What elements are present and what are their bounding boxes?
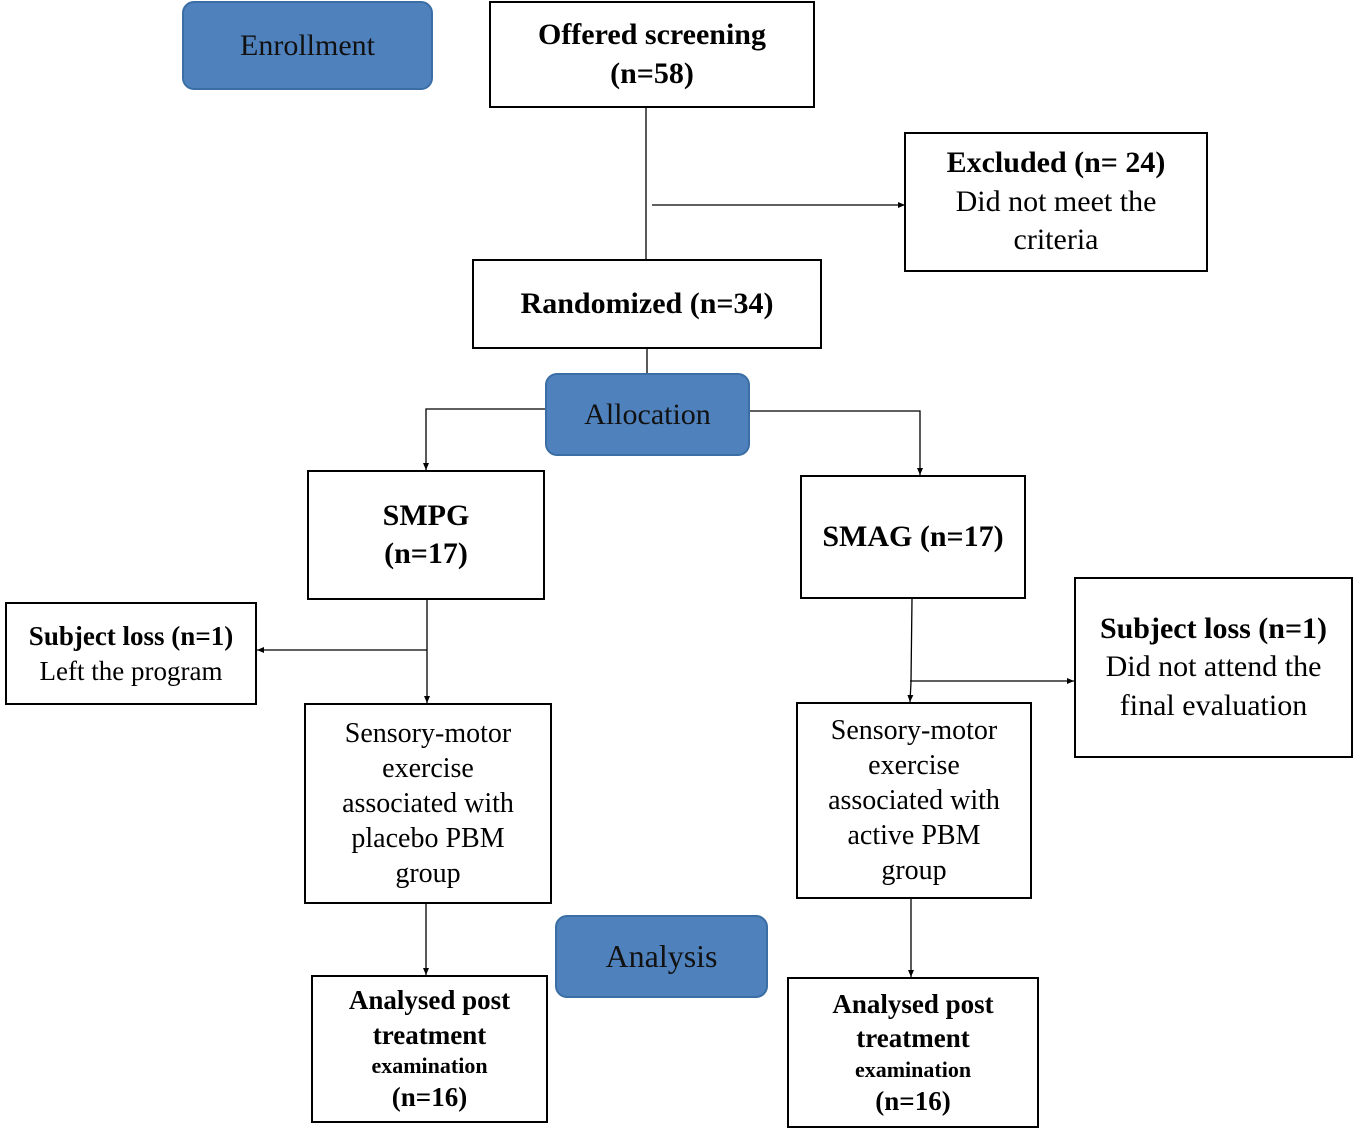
- box-subject-loss-right: Subject loss (n=1) Did not attend the fi…: [1074, 577, 1353, 758]
- placebo-line: group: [395, 858, 461, 889]
- analysed-right-line3: examination: [854, 1056, 972, 1082]
- smpg-title: SMPG: [382, 498, 470, 532]
- excluded-line2: criteria: [1013, 223, 1099, 257]
- stage-analysis: Analysis: [555, 915, 768, 998]
- arrow-smag-to-active: [907, 598, 914, 703]
- stage-enrollment: Enrollment: [182, 1, 433, 90]
- loss-left-title: Subject loss (n=1): [28, 620, 234, 651]
- excluded-line1: Did not meet the: [955, 184, 1157, 218]
- active-line: Sensory-motor: [830, 715, 998, 746]
- box-excluded: Excluded (n= 24) Did not meet the criter…: [904, 132, 1208, 272]
- analysed-right-line1: Analysed post: [832, 988, 994, 1019]
- placebo-line: placebo PBM: [351, 823, 505, 854]
- box-subject-loss-left: Subject loss (n=1) Left the program: [5, 602, 257, 705]
- placebo-line: exercise: [382, 753, 474, 784]
- box-randomized: Randomized (n=34): [472, 259, 822, 349]
- analysed-left-line3: examination: [371, 1053, 488, 1079]
- active-line: associated with: [828, 785, 1000, 816]
- stage-allocation: Allocation: [545, 373, 750, 456]
- loss-left-reason: Left the program: [39, 655, 223, 686]
- box-smpg: SMPG (n=17): [307, 470, 545, 600]
- excluded-title: Excluded (n= 24): [946, 146, 1166, 180]
- analysed-left-line1: Analysed post: [348, 985, 511, 1016]
- analysed-left-line2: treatment: [372, 1019, 487, 1050]
- smag-title: SMAG (n=17): [822, 519, 1004, 553]
- stage-analysis-label: Analysis: [605, 938, 718, 974]
- active-line: group: [881, 855, 947, 886]
- active-line: exercise: [868, 750, 960, 781]
- smpg-count: (n=17): [384, 537, 468, 570]
- box-active-group: Sensory-motor exercise associated with a…: [796, 702, 1032, 899]
- loss-right-title: Subject loss (n=1): [1099, 611, 1328, 645]
- arrow-to-smpg: [423, 408, 546, 470]
- stage-allocation-label: Allocation: [584, 397, 711, 431]
- box-offered-screening: Offered screening (n=58): [489, 1, 815, 108]
- placebo-line: Sensory-motor: [344, 718, 512, 749]
- active-line: active PBM: [847, 820, 981, 851]
- placebo-line: associated with: [342, 788, 514, 819]
- box-analysed-left: Analysed post treatment examination (n=1…: [311, 975, 548, 1123]
- stage-enrollment-label: Enrollment: [240, 28, 375, 62]
- box-placebo-group: Sensory-motor exercise associated with p…: [304, 703, 552, 904]
- offered-count: (n=58): [610, 56, 694, 90]
- analysed-right-count: (n=16): [875, 1085, 951, 1116]
- randomized-title: Randomized (n=34): [520, 286, 774, 320]
- analysed-left-count: (n=16): [391, 1082, 468, 1113]
- arrow-to-smag: [750, 410, 923, 475]
- offered-title: Offered screening: [537, 18, 766, 52]
- loss-right-line2: final evaluation: [1119, 688, 1308, 722]
- box-smag: SMAG (n=17): [800, 475, 1026, 599]
- box-analysed-right: Analysed post treatment examination (n=1…: [787, 977, 1039, 1128]
- loss-right-line1: Did not attend the: [1105, 650, 1322, 684]
- analysed-right-line2: treatment: [856, 1023, 970, 1054]
